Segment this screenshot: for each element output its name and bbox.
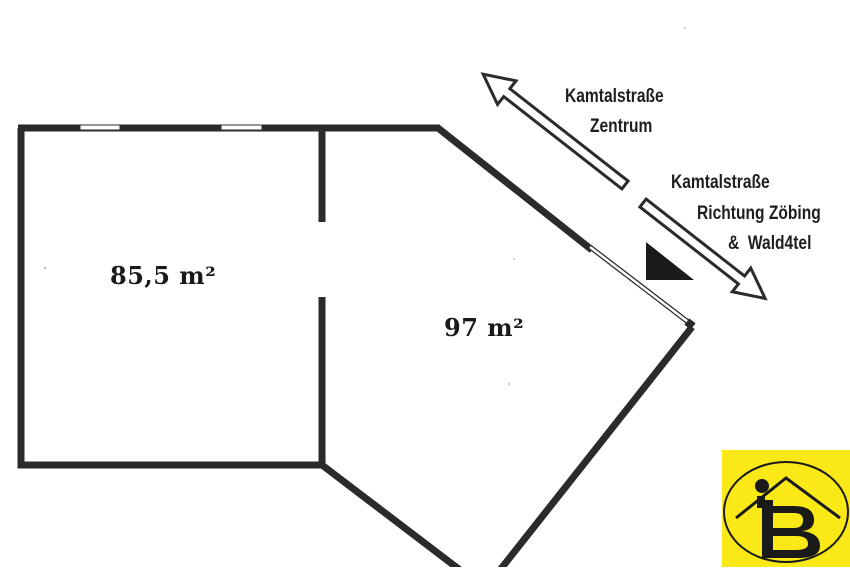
entrance-triangle-icon bbox=[646, 242, 694, 280]
street-label-zoebing-line2: Richtung Zöbing bbox=[697, 203, 821, 224]
top-windows bbox=[79, 124, 263, 131]
diagonal-window bbox=[588, 245, 694, 327]
right-diagonal-wall bbox=[497, 324, 695, 567]
arrow-down-right-icon bbox=[637, 196, 768, 301]
left-room-wall bbox=[17, 128, 322, 469]
arrow-up-left-icon bbox=[480, 72, 631, 192]
company-logo bbox=[722, 450, 850, 567]
street-label-zoebing-line1: Kamtalstraße bbox=[671, 172, 770, 193]
window-1 bbox=[79, 124, 121, 131]
street-label-zentrum-line2: Zentrum bbox=[590, 116, 653, 137]
street-label-zoebing-line3: & Wald4tel bbox=[728, 233, 812, 254]
bottom-diagonal-wall bbox=[319, 462, 462, 567]
corner-post bbox=[684, 318, 696, 330]
ib-house-logo-icon bbox=[723, 461, 849, 563]
left-room-area-label: 85,5 m² bbox=[110, 261, 217, 290]
right-room-area-label: 97 m² bbox=[444, 313, 525, 342]
upper-diagonal-wall bbox=[435, 125, 595, 253]
street-label-zentrum-line1: Kamtalstraße bbox=[565, 86, 664, 107]
window-2 bbox=[220, 124, 263, 131]
scan-specks bbox=[43, 27, 686, 385]
walls bbox=[17, 124, 695, 567]
